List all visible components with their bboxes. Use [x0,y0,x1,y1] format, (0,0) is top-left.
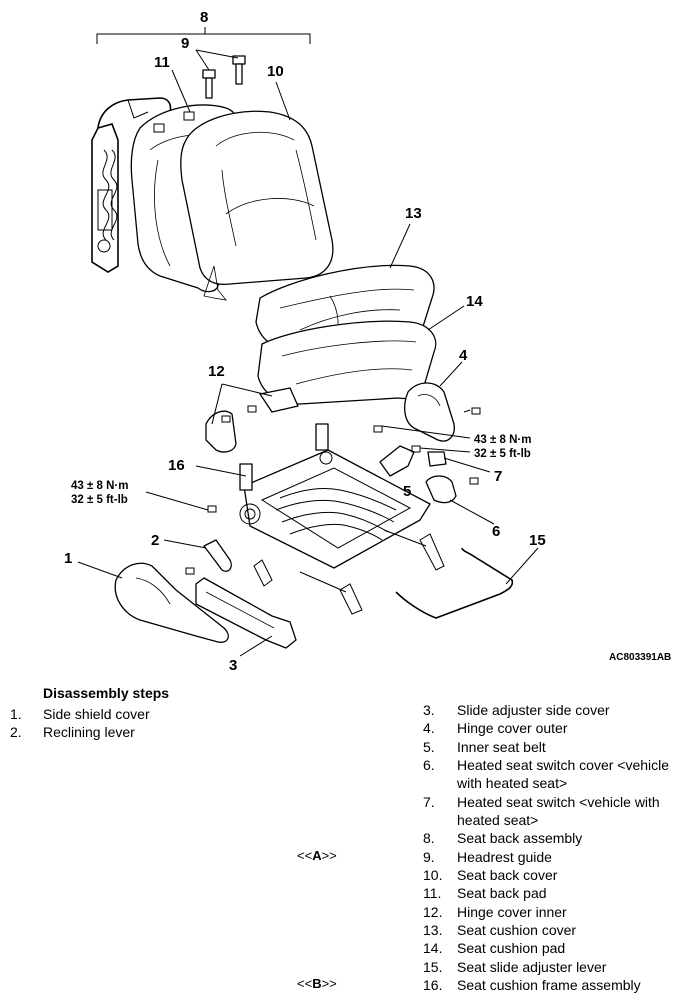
bolts [373,425,421,453]
step-number: 8. [423,830,435,846]
diagram-canvas: 8 9 11 10 13 14 4 12 16 5 7 6 15 2 1 3 4… [64,9,671,674]
callout-5: 5 [403,483,411,500]
step-text: Seat cushion frame assembly [457,977,641,993]
step-number: 1. [10,706,22,722]
step-number: 13. [423,922,443,938]
step-text: Heated seat switch cover <vehicle [457,757,670,773]
step-number: 3. [423,702,435,718]
headrest-guide [202,55,246,99]
step-number: 12. [423,904,443,920]
step-text: Inner seat belt [457,739,546,755]
screws [221,405,257,423]
headrest-guide-slot-left [183,111,195,121]
bolt [469,477,479,485]
callout-16: 16 [168,457,185,474]
step-number: 11. [423,885,442,901]
side-shield-cover [114,562,229,643]
torque-left-ftlb: 32 ± 5 ft-lb [71,494,128,506]
seat-slide-adjuster-lever [395,547,514,619]
step-text: Side shield cover [43,706,150,722]
step-text: Seat back assembly [457,830,583,846]
step-number: 15. [423,959,443,975]
step-number: 16. [423,977,443,993]
disassembly-steps: Disassembly steps 1. Side shield cover 2… [0,680,697,1002]
step-text: Seat cushion pad [457,940,566,956]
step-number: 9. [423,849,435,865]
callout-15: 15 [529,532,546,549]
inner-seat-belt [379,445,415,477]
torque-right-nm: 43 ± 8 N·m [474,434,531,446]
callout-2: 2 [151,532,159,549]
reclining-lever [203,539,232,572]
seat-back-cover [180,110,334,286]
torque-right-ftlb: 32 ± 5 ft-lb [474,448,531,460]
callout-3: 3 [229,657,237,674]
headrest-guide-slot-right [153,123,165,133]
step-text: Reclining lever [43,724,135,740]
torque-left-nm: 43 ± 8 N·m [71,480,128,492]
step-text: Headrest guide [457,849,552,865]
screw [185,567,195,575]
heated-seat-switch-cover [425,475,457,504]
marker-a: <<A>> [297,848,337,863]
seat-back-assembly-bracket [96,33,311,44]
step-number: 2. [10,724,22,740]
hinge-cover-outer [403,382,455,442]
step-number: 6. [423,757,435,773]
step-text: Slide adjuster side cover [457,702,610,718]
step-text: Seat slide adjuster lever [457,959,607,975]
hinge-cover-inner [205,410,237,453]
step-number: 14. [423,940,443,956]
seat-cushion-frame [239,423,445,615]
step-number: 4. [423,720,435,736]
step-text: Seat back pad [457,885,547,901]
callout-11: 11 [154,54,170,71]
callout-10: 10 [267,63,284,80]
callout-8: 8 [200,9,208,26]
figure-id: AC803391AB [609,652,671,663]
step-text: Seat back cover [457,867,558,883]
step-text: heated seat> [457,812,539,828]
bolt [207,505,217,513]
callout-9: 9 [181,35,189,52]
right-steps-list: 3. Slide adjuster side cover 4. Hinge co… [423,680,697,1002]
step-text: Heated seat switch <vehicle with [457,794,660,810]
hinge-cover-inner-bracket [259,387,299,413]
callout-14: 14 [466,293,483,310]
step-number: 5. [423,739,435,755]
step-text: with heated seat> [457,775,568,791]
heated-seat-switch [427,451,447,467]
step-text: Seat cushion cover [457,922,577,938]
step-number: 7. [423,794,435,810]
step-number: 10. [423,867,443,883]
callout-1: 1 [64,550,72,567]
bolt [463,407,481,415]
steps-title: Disassembly steps [43,685,170,701]
exploded-seat-diagram: 8 9 11 10 13 14 4 12 16 5 7 6 15 2 1 3 4… [64,9,671,674]
callout-12: 12 [208,363,225,380]
seat-back-frame [91,97,172,273]
callout-13: 13 [405,205,422,222]
callout-7: 7 [494,468,502,485]
callout-4: 4 [459,347,468,364]
callout-6: 6 [492,523,500,540]
step-text: Hinge cover inner [457,904,567,920]
step-text: Hinge cover outer [457,720,568,736]
marker-b: <<B>> [297,976,337,991]
